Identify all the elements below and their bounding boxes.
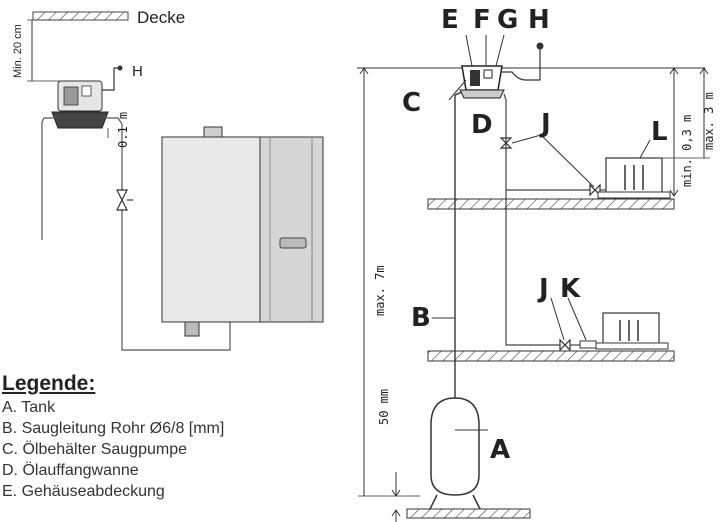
label-d: D <box>471 110 493 140</box>
dim-bottom-label: 50 mm <box>377 389 391 425</box>
label-a: A <box>490 435 510 465</box>
label-f: F <box>473 5 491 35</box>
point-h-marker <box>536 42 544 50</box>
min-distance-label: Min. 20 cm <box>12 24 24 78</box>
tank-a <box>430 397 480 496</box>
valve-j-lower <box>559 338 571 352</box>
ceiling-label: Decke <box>137 8 185 27</box>
valve-j-upper-right <box>589 183 601 197</box>
point-h-label: H <box>132 63 143 80</box>
ceiling-hatch <box>32 11 129 21</box>
legend-item: C. Ölbehälter Saugpumpe <box>2 441 187 458</box>
floor-upper <box>427 198 675 210</box>
label-k: K <box>560 274 581 304</box>
boiler-lower <box>602 312 660 348</box>
legend-item: E. Gehäuseabdeckung <box>2 483 165 500</box>
pump-c <box>461 65 503 91</box>
boiler-outlet <box>184 321 200 337</box>
filter-k <box>579 340 597 349</box>
legend-title: Legende: <box>2 372 96 395</box>
legend-item: A. Tank <box>2 399 56 416</box>
valve-j-upper <box>499 137 513 149</box>
legend: Legende: A. Tank B. Saugleitung Rohr Ø6/… <box>2 372 332 502</box>
label-h: H <box>528 5 550 35</box>
boiler-body <box>161 136 261 323</box>
drip-tray <box>51 111 109 129</box>
legend-item: B. Saugleitung Rohr Ø6/8 [mm] <box>2 420 225 437</box>
right-installation-view: max. 7m 50 mm min. 0,3 m max. 3 m E F G … <box>357 5 716 522</box>
label-c: C <box>402 88 421 118</box>
boiler-handle <box>279 237 307 249</box>
floor-lower <box>427 350 675 362</box>
dim-min-label: min. 0,3 m <box>680 115 694 187</box>
label-l: L <box>651 117 668 147</box>
legend-item: D. Ölauffangwanne <box>2 462 139 479</box>
label-j-upper: J <box>539 109 551 139</box>
label-b: B <box>411 303 431 333</box>
label-j-lower: J <box>537 274 549 304</box>
drip-tray-d <box>459 89 505 99</box>
dim-max-upper-label: max. 3 m <box>702 92 716 150</box>
dim-max-total-label: max. 7m <box>373 265 387 316</box>
left-installation-view: Decke Min. 20 cm H 0.1 m <box>12 8 324 351</box>
label-g: G <box>497 5 518 35</box>
gap-label: 0.1 m <box>116 112 130 148</box>
valve-icon <box>116 189 128 211</box>
floor-base <box>406 508 531 519</box>
boiler-side-panel <box>259 136 324 323</box>
label-e: E <box>441 5 459 35</box>
legend-list: A. Tank B. Saugleitung Rohr Ø6/8 [mm] C.… <box>2 397 332 502</box>
boiler-cap <box>203 126 223 138</box>
